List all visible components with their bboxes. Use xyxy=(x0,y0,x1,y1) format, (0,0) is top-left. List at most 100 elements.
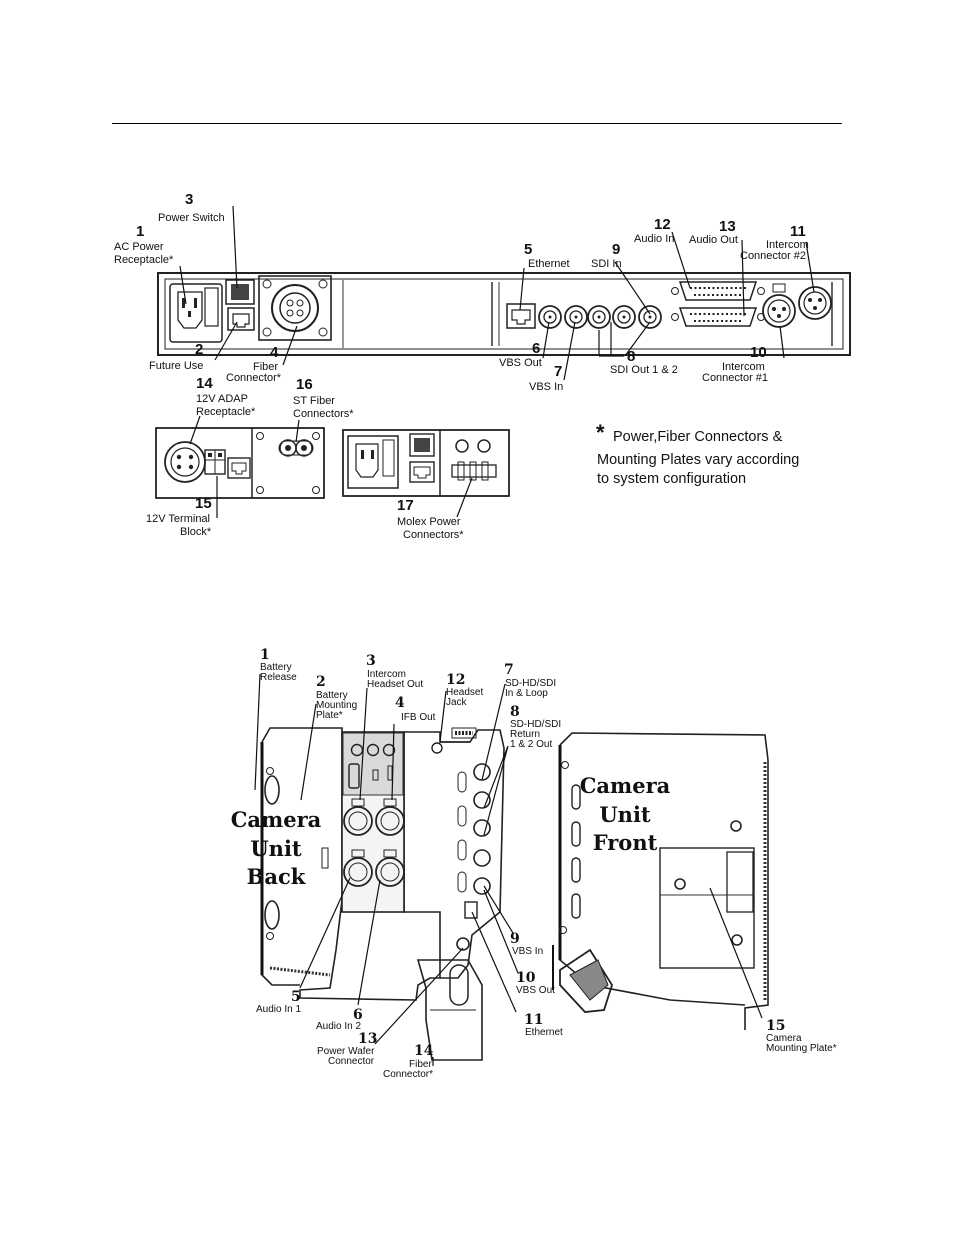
callout-num: 16 xyxy=(296,376,313,393)
callout-label: SD-HD/SDI xyxy=(510,719,561,730)
callout-num: 15 xyxy=(195,495,212,512)
back-title-line: Camera xyxy=(231,807,322,832)
intercom-1-xlr-icon xyxy=(762,283,796,328)
callout-label: ST Fiber xyxy=(293,395,335,407)
camera-unit-front-drawing xyxy=(552,732,769,1030)
audio-out-dsub-icon xyxy=(671,307,765,327)
callout-num: 14 xyxy=(414,1043,434,1059)
fiber-connector-icon xyxy=(258,275,332,341)
callout-num: 3 xyxy=(185,191,193,208)
callout-label: SD-HD/SDI xyxy=(505,678,556,689)
callout-num: 10 xyxy=(750,344,767,361)
callout-num: 10 xyxy=(516,970,536,986)
callout-label: Power Wafer xyxy=(317,1046,375,1057)
callout-num: 11 xyxy=(524,1012,543,1028)
callout-label: Headset xyxy=(446,687,483,698)
callout-num: 2 xyxy=(195,341,203,358)
callout-label: Intercom xyxy=(367,669,406,680)
callout-label: SDI Out 1 & 2 xyxy=(610,364,678,376)
back-title-line: Unit xyxy=(250,836,302,861)
callout-num: 17 xyxy=(397,497,414,514)
callout-num: 4 xyxy=(270,344,279,361)
header-rule xyxy=(112,123,842,124)
callout-label: 12V ADAP xyxy=(196,393,248,405)
callout-label: Battery xyxy=(260,662,292,673)
callout-label: Camera xyxy=(766,1033,802,1044)
callout-label: Block* xyxy=(180,526,212,538)
callout-label: Intercom xyxy=(766,239,809,251)
callout-num: 7 xyxy=(504,662,514,678)
callout-num: 3 xyxy=(366,653,376,669)
callout-label: Future Use xyxy=(149,360,203,372)
callout-label: Connector #1 xyxy=(702,372,768,384)
front-title-line: Camera xyxy=(580,773,671,798)
callout-label: SDI In xyxy=(591,258,622,270)
callout-num: 4 xyxy=(395,695,405,711)
note-line: Power,Fiber Connectors & xyxy=(613,429,783,445)
note-line: Mounting Plates vary according xyxy=(597,452,799,468)
configuration-note: * Power,Fiber Connectors & Mounting Plat… xyxy=(596,420,799,487)
callout-num: 6 xyxy=(532,340,540,357)
callout-label: AC Power xyxy=(114,241,164,253)
callout-label: 1 & 2 Out xyxy=(510,739,552,750)
callout-num: 2 xyxy=(316,674,326,690)
bnc-vbs-out-icon xyxy=(538,305,562,329)
power-switch-icon xyxy=(225,279,255,305)
ac-power-receptacle-icon xyxy=(169,283,223,343)
front-title-line: Unit xyxy=(599,802,651,827)
callout-label: Ethernet xyxy=(525,1027,563,1038)
callout-label: Power Switch xyxy=(158,212,225,224)
config-panel-adap xyxy=(155,415,325,518)
callout-num: 5 xyxy=(524,241,532,258)
callout-num: 9 xyxy=(612,241,620,258)
note-asterisk: * xyxy=(596,420,605,445)
callout-label: Audio Out xyxy=(689,234,738,246)
audio-in-dsub-icon xyxy=(671,281,765,301)
camera-unit-back-drawing xyxy=(260,727,505,1061)
callout-label: 12V Terminal xyxy=(146,513,210,525)
callout-label: Jack xyxy=(446,697,468,708)
callout-num: 1 xyxy=(136,223,144,240)
callout-num: 13 xyxy=(719,218,736,235)
callout-label: Fiber xyxy=(409,1059,432,1070)
callout-label: Connector xyxy=(328,1056,375,1067)
callout-label: VBS Out xyxy=(516,985,555,996)
callout-label: Connectors* xyxy=(403,529,464,541)
callout-num: 14 xyxy=(196,375,213,392)
callout-label: Plate* xyxy=(316,710,343,721)
callout-label: VBS In xyxy=(512,946,543,957)
callout-label: Mounting Plate* xyxy=(766,1043,837,1054)
intercom-2-xlr-icon xyxy=(798,286,832,320)
callout-num: 7 xyxy=(554,363,562,380)
callout-label: Connector* xyxy=(226,372,282,384)
callout-label: Molex Power xyxy=(397,516,461,528)
bnc-vbs-in-icon xyxy=(564,305,588,329)
callout-label: Intercom xyxy=(722,361,765,373)
callout-label: Release xyxy=(260,672,297,683)
callout-num: 8 xyxy=(627,348,635,365)
callout-num: 9 xyxy=(510,931,520,947)
callout-num: 15 xyxy=(766,1018,785,1034)
camera-callouts: 1 Battery Release 2 Battery Mounting Pla… xyxy=(256,647,837,1080)
base-unit-rear-panel xyxy=(157,205,851,381)
note-line: to system configuration xyxy=(597,471,746,487)
bnc-sdi-in-icon xyxy=(638,305,662,329)
callout-label: Connector* xyxy=(383,1069,433,1080)
callout-label: Audio In xyxy=(634,233,674,245)
callout-label: Audio In 2 xyxy=(316,1021,361,1032)
config-panel-molex xyxy=(342,429,510,518)
callout-num: 1 xyxy=(260,647,270,663)
callout-num: 6 xyxy=(353,1007,363,1023)
top-callouts: 1 AC Power Receptacle* 2 Future Use 3 Po… xyxy=(114,191,809,393)
callout-label: Headset Out xyxy=(367,679,423,690)
callout-label: Ethernet xyxy=(528,258,570,270)
callout-label: VBS In xyxy=(529,381,563,393)
camera-back-title: Camera Unit Back xyxy=(231,807,322,889)
bnc-sdi-out-2-icon xyxy=(612,305,636,329)
back-title-line: Back xyxy=(247,864,306,889)
future-use-port-icon xyxy=(227,307,255,331)
callout-num: 13 xyxy=(358,1031,377,1047)
callout-label: In & Loop xyxy=(505,688,548,699)
camera-leader-lines xyxy=(254,673,763,1066)
